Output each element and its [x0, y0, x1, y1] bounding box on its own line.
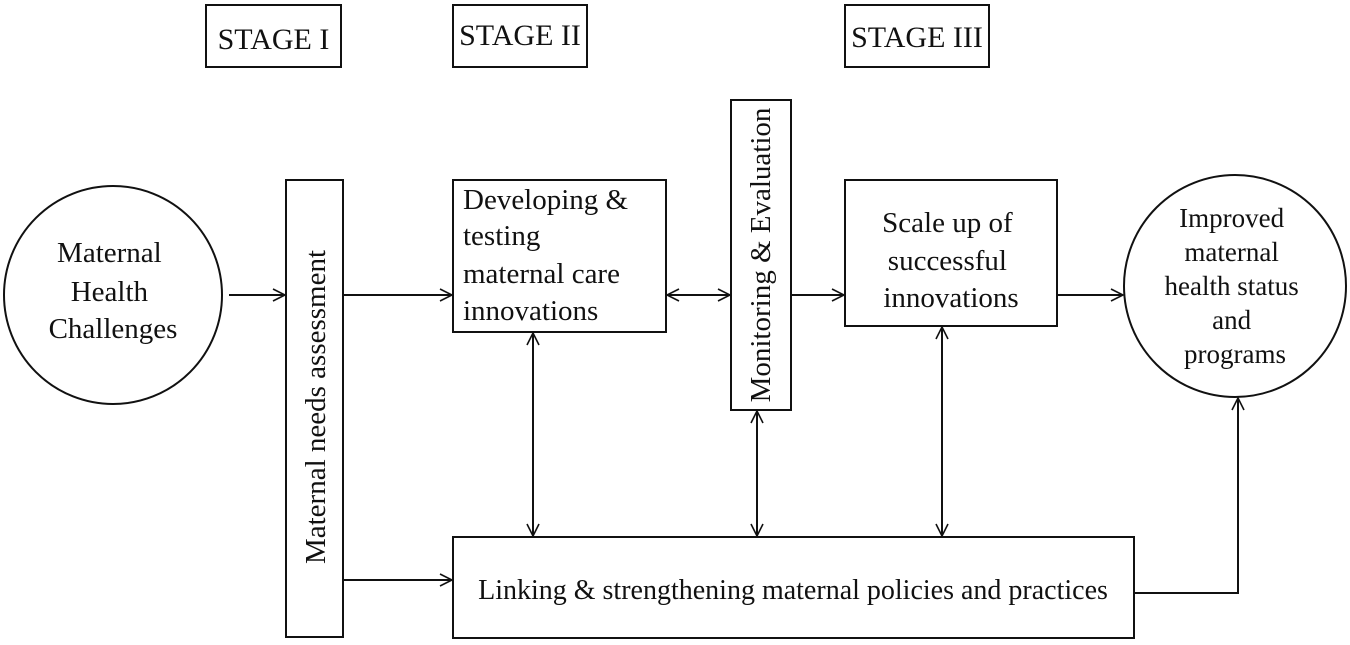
svg-text:Developing & testing: Developing & testing maternal care innov…	[463, 184, 635, 327]
challenges-line-3: Challenges	[49, 313, 178, 345]
developing-line-4: innovations	[463, 295, 598, 327]
arrow-linking-to-improved	[1134, 399, 1238, 594]
stage-3-header: STAGE III	[844, 4, 990, 68]
improved-node: Improved maternal health status and prog…	[1123, 174, 1347, 398]
stage-1-header: STAGE I	[205, 4, 342, 68]
improved-line-1: Improved	[1179, 203, 1284, 233]
linking-label: Linking & strengthening maternal policie…	[478, 575, 1108, 606]
svg-text:Maternal Health Ch: Maternal Health Challenges	[49, 237, 178, 345]
challenges-line-2: Health	[71, 276, 149, 308]
challenges-node: Maternal Health Challenges	[3, 185, 223, 405]
developing-node: Developing & testing maternal care innov…	[452, 179, 667, 333]
stage-2-header: STAGE II	[452, 4, 588, 68]
developing-line-2: testing	[463, 220, 540, 252]
stage-2-label: STAGE II	[459, 19, 581, 52]
scale-up-line-2: successful	[888, 245, 1007, 277]
linking-node: Linking & strengthening maternal policie…	[452, 536, 1135, 639]
scale-up-line-1: Scale up of	[882, 207, 1013, 239]
improved-line-2: maternal	[1184, 237, 1278, 267]
monitoring-node: Monitoring & Evaluation	[730, 99, 792, 411]
developing-line-3: maternal care	[463, 258, 620, 290]
svg-text:Improved maternal: Improved maternal health status and prog…	[1165, 203, 1306, 369]
improved-line-4: and	[1212, 305, 1251, 335]
svg-text:Scale up of successful: Scale up of successful innovations	[882, 207, 1020, 314]
stage-1-label: STAGE I	[218, 23, 330, 56]
scale-up-node: Scale up of successful innovations	[844, 179, 1058, 327]
improved-line-3: health status	[1165, 271, 1299, 301]
challenges-line-1: Maternal	[57, 237, 162, 269]
scale-up-line-3: innovations	[883, 282, 1018, 314]
needs-assessment-label: Maternal needs assessment	[300, 250, 332, 564]
monitoring-label: Monitoring & Evaluation	[745, 107, 777, 402]
needs-assessment-node: Maternal needs assessment	[285, 179, 344, 638]
improved-line-5: programs	[1184, 339, 1286, 369]
stage-3-label: STAGE III	[851, 21, 983, 54]
developing-line-1: Developing &	[463, 184, 629, 216]
